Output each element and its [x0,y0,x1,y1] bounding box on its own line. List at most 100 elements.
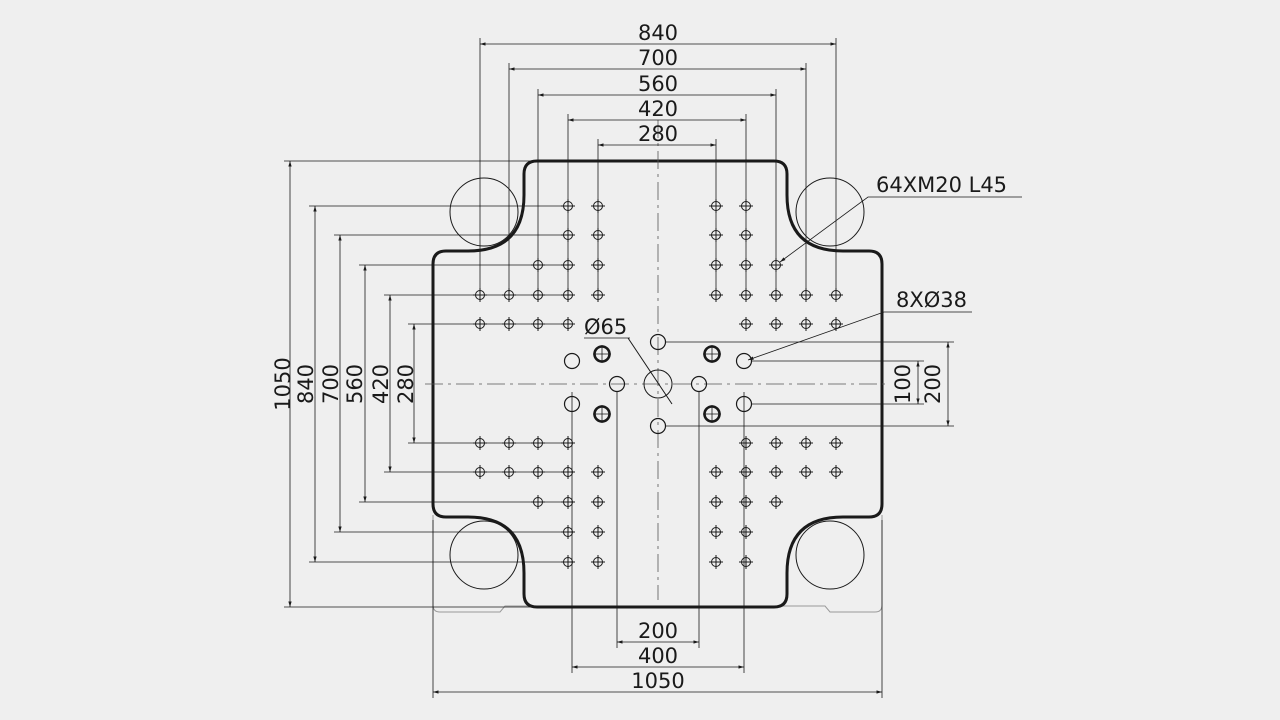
dim-top-560: 560 [638,72,678,96]
through-hole [690,375,708,393]
tie-bar-bottom-left [449,520,519,590]
tapped-hole [591,465,605,479]
tie-bar-bottom-right [795,520,865,590]
ejector-hole [593,405,611,423]
tapped-hole [473,288,487,302]
dim-right-100: 100 [891,364,915,404]
tapped-hole [709,525,723,539]
tapped-hole [561,288,575,302]
tapped-hole [531,317,545,331]
tapped-hole [739,199,753,213]
tie-bar-circles [449,177,865,590]
back-plate-outline [432,515,883,613]
tapped-hole [561,525,575,539]
dim-top-700: 700 [638,46,678,70]
tapped-hole [473,317,487,331]
dim-left-280: 280 [394,364,418,404]
tapped-hole [769,465,783,479]
tapped-hole [739,258,753,272]
through-hole [608,375,626,393]
tie-bar-top-right [795,177,865,247]
tapped-hole [769,288,783,302]
tapped-hole [561,228,575,242]
tapped-hole [591,555,605,569]
tapped-hole [531,465,545,479]
top-dimension-labels: 840 700 560 420 280 [638,21,678,146]
through-hole [649,417,667,435]
tapped-hole [769,317,783,331]
callout-center-hole: Ø65 [584,315,627,339]
tapped-hole [502,465,516,479]
tapped-hole [502,317,516,331]
callout-leaders [584,196,1022,361]
tapped-hole [591,525,605,539]
bottom-dimension-labels: 200 400 1050 [631,619,684,693]
tapped-hole [473,436,487,450]
dim-left-1050: 1050 [271,357,295,410]
tapped-hole [739,525,753,539]
callout-labels: 64XM20 L45 8XØ38 Ø65 [584,173,1007,339]
tapped-hole [709,465,723,479]
tapped-hole [739,436,753,450]
dim-top-840: 840 [638,21,678,45]
tapped-hole [709,495,723,509]
tapped-hole [591,258,605,272]
ejector-hole [593,345,611,363]
through-hole [563,395,581,413]
tapped-hole [709,555,723,569]
through-hole [735,395,753,413]
tapped-hole [561,258,575,272]
tapped-hole [799,436,813,450]
dim-top-280: 280 [638,122,678,146]
tapped-hole [739,288,753,302]
tapped-hole [709,258,723,272]
tapped-hole [739,317,753,331]
tapped-hole [799,317,813,331]
dim-left-420: 420 [369,364,393,404]
tapped-hole [591,199,605,213]
tapped-hole [561,495,575,509]
dim-top-420: 420 [638,97,678,121]
callout-tapped-holes: 64XM20 L45 [876,173,1007,197]
tapped-hole [769,495,783,509]
tapped-hole [739,495,753,509]
tapped-hole [739,555,753,569]
tapped-hole [502,288,516,302]
tapped-hole [502,436,516,450]
callout-through-holes: 8XØ38 [896,288,967,312]
tapped-hole [531,495,545,509]
tapped-hole [829,465,843,479]
tapped-hole [531,288,545,302]
tapped-hole [531,436,545,450]
tapped-hole [591,495,605,509]
tapped-hole [709,288,723,302]
dim-left-700: 700 [319,364,343,404]
dim-right-200: 200 [921,364,945,404]
center-hole [627,337,673,405]
through-holes [563,333,753,435]
tapped-hole [829,288,843,302]
tapped-hole [739,465,753,479]
dim-left-840: 840 [294,364,318,404]
tapped-hole [709,199,723,213]
through-hole [735,352,753,370]
left-dimension-labels: 1050 840 700 560 420 280 [271,357,418,410]
ejector-hole [703,405,721,423]
dim-bottom-200: 200 [638,619,678,643]
tapped-hole [769,436,783,450]
tapped-hole [829,436,843,450]
tapped-hole [561,317,575,331]
platen-outline [431,159,884,609]
tapped-hole [561,436,575,450]
tapped-hole [739,228,753,242]
tapped-holes [473,199,843,569]
tapped-hole [799,465,813,479]
tapped-hole [591,288,605,302]
through-hole [563,352,581,370]
tapped-hole [709,228,723,242]
tapped-hole [531,258,545,272]
dim-bottom-1050: 1050 [631,669,684,693]
through-hole [649,333,667,351]
tapped-hole [561,199,575,213]
